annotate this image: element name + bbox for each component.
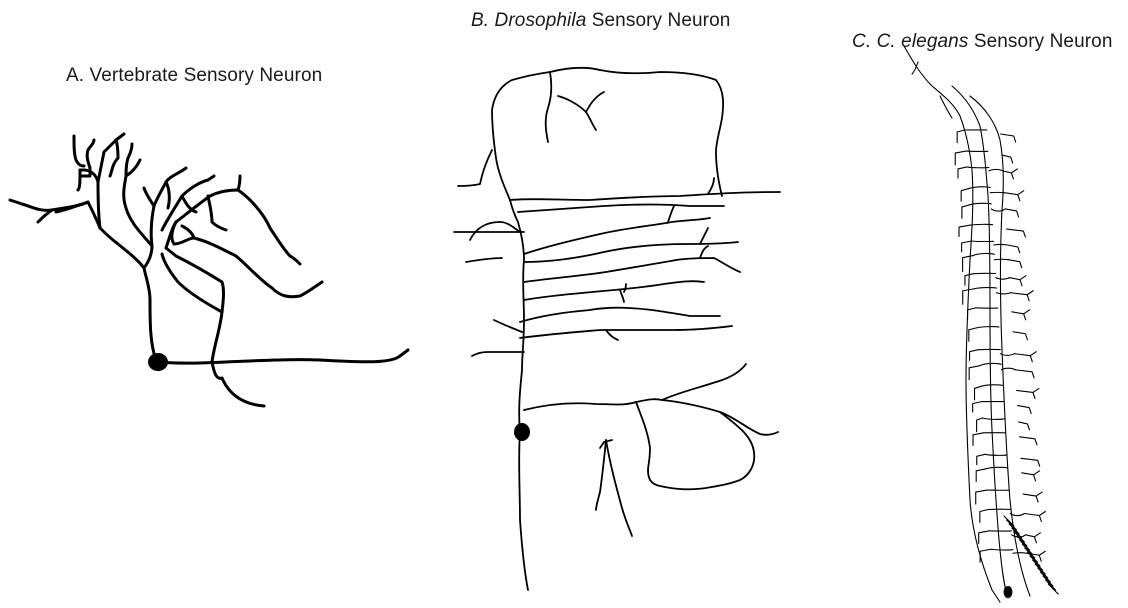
celegans-branch xyxy=(1005,209,1018,217)
celegans-branch xyxy=(1030,352,1036,356)
celegans-branch xyxy=(1001,134,1016,142)
celegans-branch xyxy=(981,385,1003,387)
celegans-branch xyxy=(985,454,1007,455)
celegans-branch xyxy=(1021,458,1040,466)
celegans-branch xyxy=(1024,310,1030,314)
celegans-branch xyxy=(986,467,1008,469)
celegans-branch xyxy=(1001,368,1015,370)
celegans-branch xyxy=(973,433,984,446)
celegans-branch xyxy=(1010,278,1022,286)
celegans-branch xyxy=(1034,533,1040,537)
celegans-branch xyxy=(958,167,967,178)
celegans-branch xyxy=(1012,312,1026,320)
vertebrate-neuron xyxy=(10,134,408,406)
celegans-branch xyxy=(957,130,964,143)
celegans-branch xyxy=(976,469,986,482)
celegans-branch xyxy=(1036,492,1042,496)
celegans-branch xyxy=(968,308,976,319)
celegans-branch xyxy=(969,328,977,342)
celegans-branch xyxy=(961,189,968,202)
celegans-branch xyxy=(1011,169,1017,173)
celegans-branch xyxy=(1018,406,1032,414)
celegans-branch xyxy=(1019,422,1030,430)
celegans-branch xyxy=(1015,370,1034,378)
celegans-soma xyxy=(1004,586,1013,598)
celegans-branch xyxy=(972,241,994,242)
celegans-branch xyxy=(1023,494,1038,502)
celegans-branch xyxy=(963,256,973,272)
celegans-branch xyxy=(1014,354,1032,362)
celegans-branch xyxy=(1033,388,1039,392)
celegans-branch xyxy=(969,366,979,380)
celegans-branch xyxy=(1020,437,1037,445)
celegans-branch xyxy=(1017,390,1035,398)
celegans-branch xyxy=(1022,473,1036,481)
celegans-branch xyxy=(962,241,972,252)
celegans-neuron xyxy=(904,46,1058,602)
celegans-branch xyxy=(1007,229,1026,237)
celegans-branch xyxy=(991,549,1013,550)
drosophila-neuron xyxy=(454,68,780,590)
celegans-branch xyxy=(972,253,994,255)
celegans-branch xyxy=(959,225,971,236)
drosophila-dendrites xyxy=(454,68,780,590)
drosophila-soma xyxy=(514,423,530,441)
celegans-branch xyxy=(977,418,983,432)
celegans-branch xyxy=(1039,551,1045,555)
celegans-branch xyxy=(980,510,988,523)
celegans-branch xyxy=(1039,512,1045,516)
celegans-branch xyxy=(991,209,1005,211)
celegans-branch xyxy=(1004,193,1020,201)
celegans-branch xyxy=(1024,514,1041,522)
celegans-branch xyxy=(1011,293,1030,301)
celegans-branch xyxy=(979,531,990,544)
celegans-branch xyxy=(962,205,969,218)
celegans-branch xyxy=(970,350,979,361)
celegans-branch xyxy=(1020,276,1026,280)
celegans-branch xyxy=(1034,471,1040,475)
celegans-branch xyxy=(955,151,966,165)
celegans-branch xyxy=(1008,245,1020,253)
celegans-branch xyxy=(973,402,982,412)
celegans-branch xyxy=(996,278,1010,280)
celegans-branch xyxy=(976,490,987,504)
celegans-branch xyxy=(975,386,981,399)
celegans-branch xyxy=(989,169,1003,171)
celegans-branch xyxy=(997,293,1011,294)
celegans-branch xyxy=(1010,514,1024,516)
celegans-branch xyxy=(983,418,1005,419)
celegans-branch xyxy=(1013,332,1027,340)
celegans-branch xyxy=(977,454,985,464)
celegans-branch xyxy=(1027,291,1033,295)
celegans-branch xyxy=(975,288,997,289)
celegans-branch xyxy=(1002,155,1013,163)
celegans-branch xyxy=(1018,191,1024,195)
vertebrate-soma xyxy=(148,353,168,371)
vertebrate-dendrites xyxy=(10,134,408,406)
celegans-branch-rungs xyxy=(955,130,1058,594)
celegans-dendrites xyxy=(904,46,1058,602)
celegans-branch xyxy=(977,327,999,328)
celegans-branch xyxy=(1008,260,1021,268)
